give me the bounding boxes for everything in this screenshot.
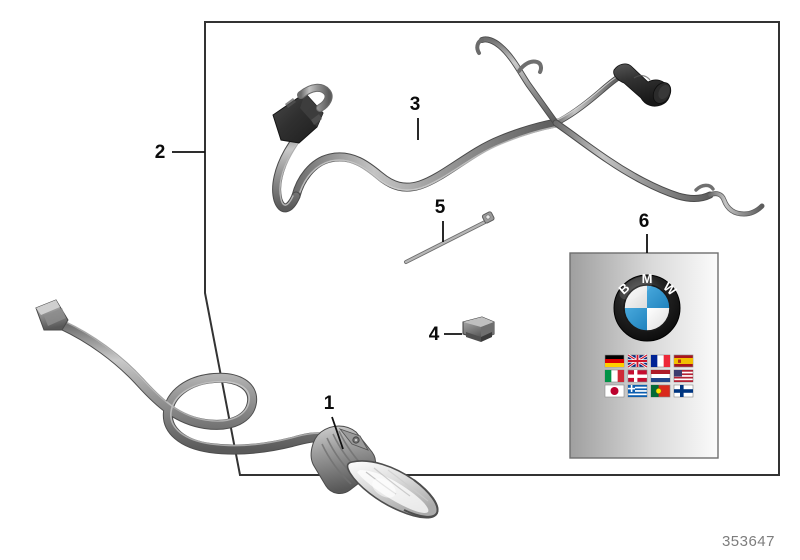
language-flags-grid: [604, 353, 694, 398]
callout-4-label: 4: [429, 324, 440, 345]
callout-4: 4: [429, 324, 462, 345]
flag-netherlands: [650, 369, 671, 383]
flag-japan: [604, 384, 625, 398]
retaining-clip: [462, 316, 495, 342]
flag-portugal: [650, 384, 671, 398]
harness-rubber-boot: [613, 63, 672, 107]
indicator-cable-plug: [35, 299, 69, 331]
callout-2-label: 2: [155, 142, 166, 163]
callout-6-label: 6: [639, 211, 650, 232]
turn-indicator-assembly: [35, 299, 439, 519]
wiring-harness-assembly: [272, 36, 765, 217]
callout-1-label: 1: [324, 393, 335, 414]
cable-tie: [404, 211, 495, 264]
flag-united-kingdom: [627, 353, 648, 369]
callout-2: 2: [155, 142, 205, 163]
callout-1: 1: [324, 393, 344, 450]
instruction-sheet: B M W: [569, 252, 719, 459]
flag-france: [650, 354, 671, 368]
callout-3-label: 3: [410, 94, 421, 115]
flag-spain: [673, 354, 694, 368]
bmw-roundel: B M W: [613, 271, 681, 342]
kit-boundary-outline: [204, 21, 780, 476]
flag-greece: [627, 384, 648, 398]
bmw-letter-m: M: [642, 271, 653, 286]
diagram-number: 353647: [722, 533, 775, 550]
callout-5: 5: [435, 197, 446, 242]
callout-1-leader: [331, 416, 344, 450]
flag-finland: [673, 384, 694, 398]
indicator-lens: [346, 460, 439, 519]
flag-united-states: [673, 369, 694, 383]
callout-5-label: 5: [435, 197, 446, 218]
callouts-layer: 1 2 3 4 5: [155, 94, 650, 450]
harness-connector-block: [272, 92, 324, 144]
callout-6: 6: [639, 211, 650, 253]
flag-italy: [604, 369, 625, 383]
callout-3: 3: [410, 94, 421, 140]
flag-germany: [604, 354, 625, 368]
flag-denmark: [627, 369, 648, 383]
